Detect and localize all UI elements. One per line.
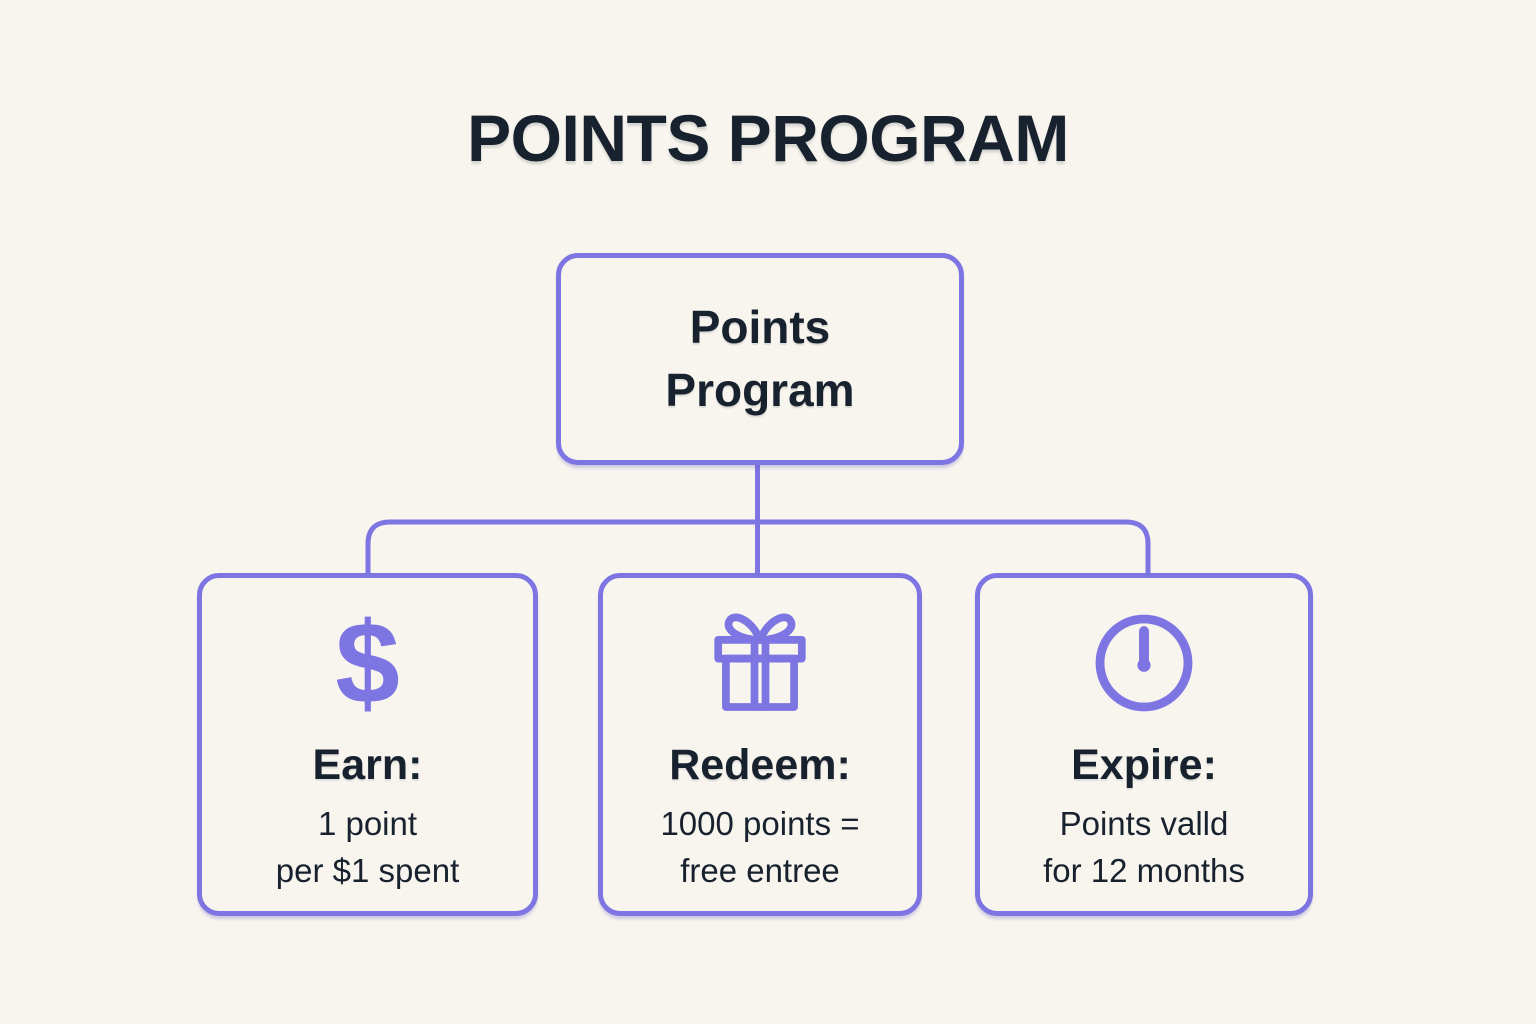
node-redeem-body: 1000 points = free entree: [660, 805, 860, 890]
node-redeem: Redeem: 1000 points = free entree: [598, 573, 922, 916]
root-node-label-line1: Points: [689, 300, 831, 353]
page-title: POINTS PROGRAM: [467, 101, 1069, 175]
node-redeem-heading: Redeem:: [669, 741, 851, 789]
root-node-points-program: Points Program: [556, 253, 964, 465]
gift-icon: [705, 604, 815, 722]
dollar-icon: $: [335, 598, 400, 728]
node-expire-body: Points valld for 12 months: [1043, 805, 1245, 890]
root-node-label-line2: Program: [665, 364, 855, 416]
node-expire: Expire: Points valld for 12 months: [975, 573, 1313, 916]
node-expire-heading: Expire:: [1071, 741, 1217, 789]
node-earn-body: 1 point per $1 spent: [275, 805, 460, 890]
node-earn: $ Earn: 1 point per $1 spent: [197, 573, 538, 916]
clock-icon: [1089, 604, 1199, 722]
node-earn-heading: Earn:: [312, 741, 423, 789]
